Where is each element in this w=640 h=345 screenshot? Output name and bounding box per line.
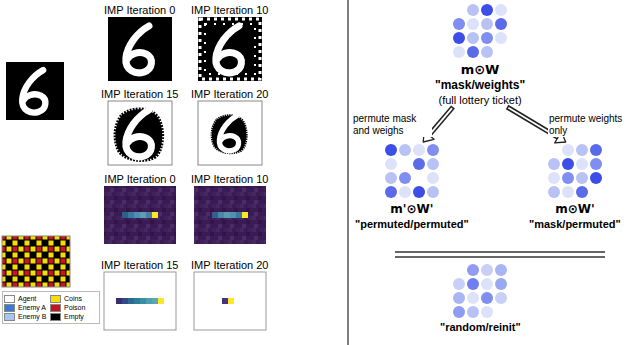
mask-image [194,186,266,244]
mask-image [108,17,172,81]
panel-title: IMP Iteration 0 [104,3,175,17]
gridworld-input [2,236,70,287]
mask-image [108,101,172,165]
mask-speckle [200,19,260,79]
panel-title: IMP Iteration 15 [101,258,178,272]
mask-speckle [205,24,255,74]
mask-panel: IMP Iteration 0 [104,172,176,244]
weight-circles [453,4,507,58]
legend-text: Enemy B [18,312,46,321]
mask-strip [222,298,234,304]
panel-title: IMP Iteration 15 [101,87,178,101]
legend-swatch [4,295,15,303]
mask-image [198,17,262,81]
digit-stroke [216,26,242,73]
weight-circles [453,264,507,318]
digit-stroke [126,26,152,73]
mask-panel: IMP Iteration 10 [191,172,268,244]
legend-entry: Poison [50,303,96,312]
legend-swatch [50,313,61,321]
legend-swatch [4,313,15,321]
panel-title: IMP Iteration 20 [191,87,268,101]
digit-stroke [126,110,152,157]
panel-title: IMP Iteration 20 [191,258,268,272]
weight-grid: m⊙W'"mask/permuted" [529,142,621,231]
variant-name: "random/reinit" [440,320,521,334]
variant-name: "mask/permuted" [529,217,621,231]
legend-text: Coins [64,294,82,303]
mask-panel: IMP Iteration 0 [104,3,175,81]
digit-stroke [22,70,45,112]
note-text: (full lottery ticket) [435,93,525,107]
mask-panel: IMP Iteration 15 [101,87,178,165]
mask-blob [115,109,162,160]
mask-panel: IMP Iteration 10 [191,3,268,81]
legend-entry: Coins [50,294,96,303]
legend-entry: Agent [4,294,50,303]
mnist-input [6,62,64,120]
weight-circles [385,144,439,198]
mask-panel: IMP Iteration 20 [191,258,268,330]
legend-swatch [4,304,15,312]
panel-title: IMP Iteration 0 [104,172,176,186]
mask-blob [212,116,246,153]
mask-panel: IMP Iteration 15 [101,258,178,330]
panel-title: IMP Iteration 10 [191,172,268,186]
weight-circles [548,144,602,198]
divider-line [347,0,349,345]
edge-label: permute mask and weighs [352,113,432,137]
edge-label: permute weights only [548,113,628,137]
legend-entry: Enemy A [4,303,50,312]
mask-strip [122,212,158,218]
variant-name: "permuted/permuted" [355,217,469,231]
legend-swatch [50,295,61,303]
legend-entry: Empty [50,312,96,321]
double-rule [395,256,605,258]
weight-grid: m⊙W"mask/weights"(full lottery ticket) [435,2,525,107]
formula-label: m⊙W [435,62,525,78]
mask-image [104,186,176,244]
legend-swatch [50,304,61,312]
double-rule [395,251,605,253]
mask-panel: IMP Iteration 20 [191,87,268,165]
digit-stroke [219,116,238,151]
mask-strip [212,212,248,218]
panel-title: IMP Iteration 10 [191,3,268,17]
formula-label: m⊙W' [529,202,621,217]
legend-text: Enemy A [18,303,46,312]
weight-grid: m'⊙W'"permuted/permuted" [355,142,469,231]
weight-grid: "random/reinit" [440,262,521,334]
legend-box: AgentEnemy AEnemy B CoinsPoisonEmpty [2,291,100,324]
mask-image [194,272,266,330]
mask-image [198,101,262,165]
variant-name: "mask/weights" [435,78,525,93]
mask-image [104,272,176,330]
legend-text: Agent [18,294,36,303]
legend-text: Empty [64,312,84,321]
formula-label: m'⊙W' [355,202,469,217]
legend-entry: Enemy B [4,312,50,321]
mask-strip [116,298,164,304]
legend-text: Poison [64,303,85,312]
